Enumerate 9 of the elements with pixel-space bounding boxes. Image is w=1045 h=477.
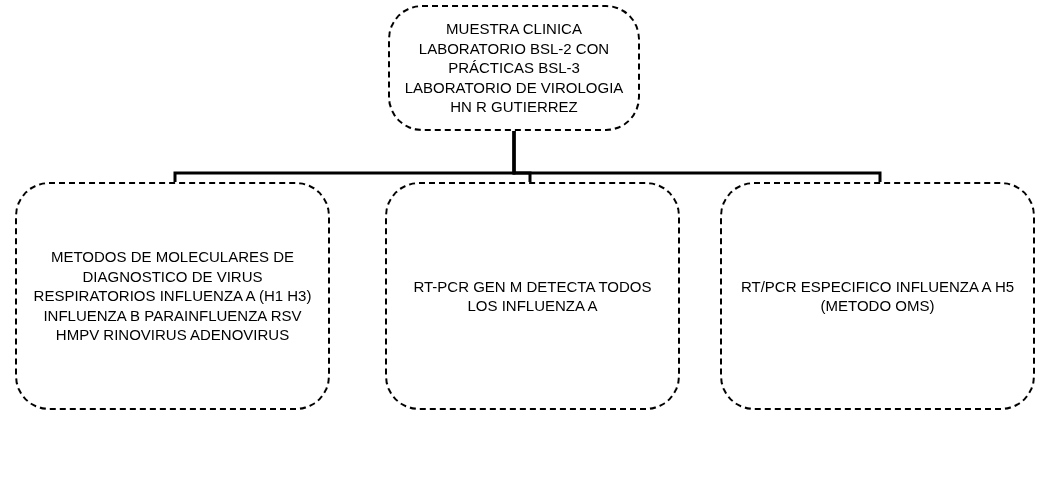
process-box: [388, 5, 640, 131]
process-box: [385, 182, 680, 410]
process-box: [720, 182, 1035, 410]
node-text: MUESTRA CLINICA LABORATORIO BSL-2 CON PRÁCTICAS BSL-3 LABORATORIO DE VIROLOGIA HN R GUTIERREZ: [404, 19, 624, 117]
node-text: METODOS DE MOLECULARES DE DIAGNOSTICO DE VIRUS RESPIRATORIOS INFLUENZA A (H1 H3) INFLUENZA B PARAINFLUENZA RSV HMPV RINOVIRUS ADENOVIRUS: [32, 247, 313, 345]
node-text: RT-PCR GEN M DETECTA TODOS LOS INFLUENZA A: [412, 276, 653, 316]
node-text: RT/PCR ESPECIFICO INFLUENZA A H5 (METODO OMS): [739, 276, 1016, 316]
connector-line: [512, 131, 882, 182]
process-box: [15, 182, 330, 410]
